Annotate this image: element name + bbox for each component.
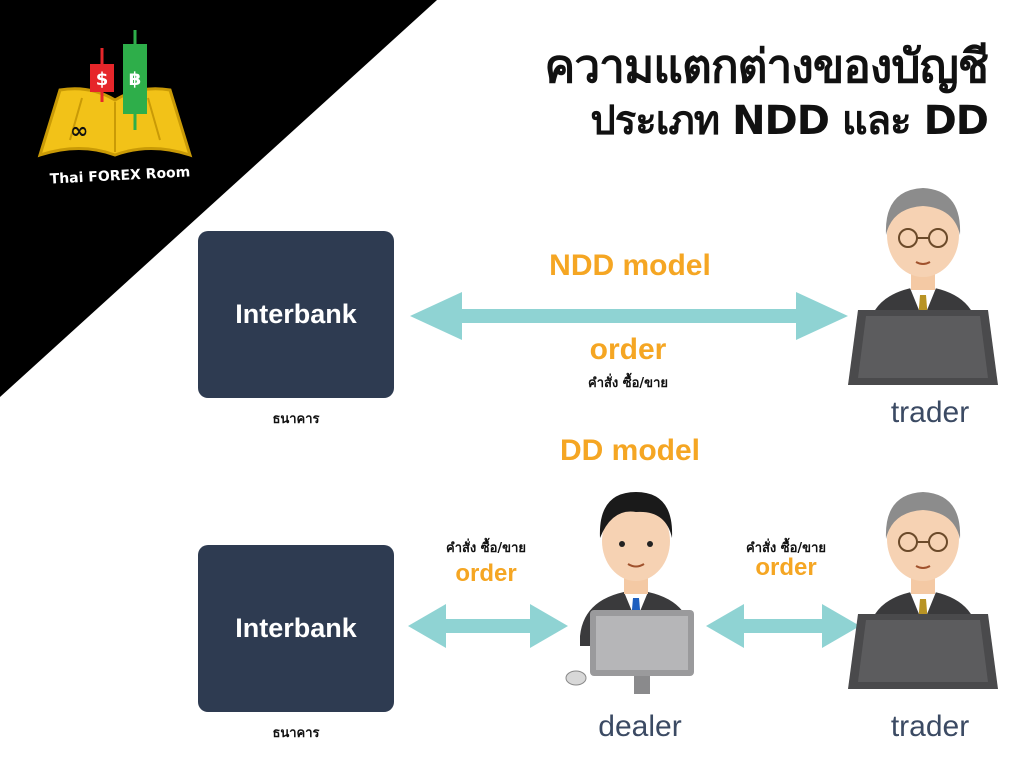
dd-right-double-arrow-icon <box>706 604 860 648</box>
ndd-interbank-label: Interbank <box>235 299 357 329</box>
baht-candle-icon: ฿ <box>123 30 147 130</box>
ndd-model-label: NDD model <box>549 249 711 282</box>
dd-trader-label: trader <box>890 710 970 743</box>
ndd-trader-label: trader <box>890 396 970 429</box>
dealer-label: dealer <box>598 710 682 743</box>
dd-left-order-caption: คำสั่ง ซื้อ/ขาย <box>446 541 526 556</box>
svg-text:∞: ∞ <box>70 119 88 144</box>
ndd-double-arrow-icon <box>410 292 848 340</box>
dealer-avatar-icon <box>565 492 694 694</box>
dd-left-order-label: order <box>455 560 517 587</box>
dd-interbank-box: Interbank <box>198 545 394 712</box>
dd-left-double-arrow-icon <box>408 604 568 648</box>
dd-bank-caption: ธนาคาร <box>272 726 320 741</box>
logo-book-icon: ∞ $ ฿ <box>37 30 193 158</box>
svg-text:$: $ <box>96 69 109 90</box>
trader-avatar-icon <box>848 188 998 385</box>
ndd-bank-caption: ธนาคาร <box>272 412 320 427</box>
page-title-line2: ประเภท NDD และ DD <box>590 98 989 144</box>
dollar-candle-icon: $ <box>90 48 114 102</box>
dd-model-label: DD model <box>559 434 700 467</box>
svg-text:฿: ฿ <box>129 69 142 90</box>
ndd-interbank-box: Interbank <box>198 231 394 398</box>
ndd-order-label: order <box>589 333 667 366</box>
page-title-line1: ความแตกต่างของบัญชี <box>544 39 989 93</box>
dd-right-order-label: order <box>755 554 817 581</box>
trader-avatar-icon <box>848 492 998 689</box>
ndd-order-caption: คำสั่ง ซื้อ/ขาย <box>588 376 668 391</box>
dd-interbank-label: Interbank <box>235 613 357 643</box>
dd-right-order-caption: คำสั่ง ซื้อ/ขาย <box>746 541 826 556</box>
